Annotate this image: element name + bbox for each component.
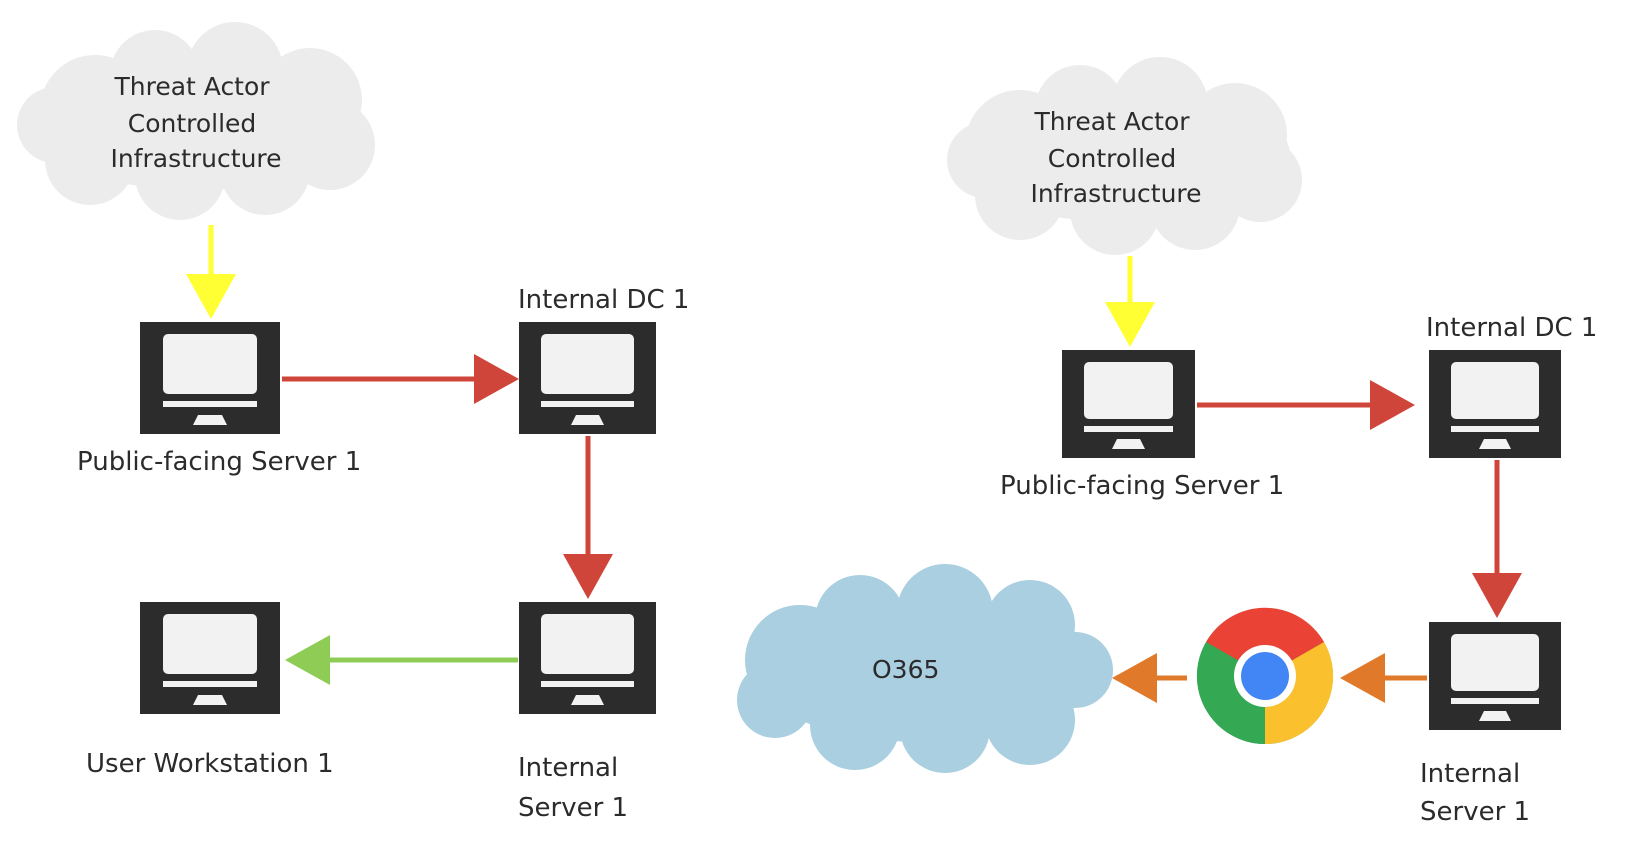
label-line: Public-facing Server 1 — [77, 447, 361, 477]
right-threat-actor-cloud: Threat Actor Controlled Infrastructure — [947, 57, 1302, 255]
right-internal-dc-label: Internal DC 1 — [1426, 313, 1597, 343]
cloud-label-line: Infrastructure — [1030, 179, 1201, 208]
left-public-server-label: Public-facing Server 1 — [77, 447, 361, 477]
cloud-label-line: Infrastructure — [110, 144, 281, 173]
label-line: Internal DC 1 — [1426, 313, 1597, 343]
right-public-server-label: Public-facing Server 1 — [1000, 471, 1284, 501]
right-public-server-computer-icon — [1062, 350, 1195, 458]
chrome-browser-icon — [1196, 607, 1334, 745]
label-line: O365 — [872, 655, 939, 684]
cloud-label-line: Controlled — [1048, 144, 1177, 173]
left-workstation-computer-icon — [140, 602, 280, 714]
label-line: Server 1 — [518, 793, 628, 823]
label-line: Public-facing Server 1 — [1000, 471, 1284, 501]
label-line: Server 1 — [1420, 797, 1530, 827]
cloud-label-line: Controlled — [128, 109, 257, 138]
right-cloud-label: Threat Actor Controlled Infrastructure — [1030, 107, 1201, 208]
left-internal-server-computer-icon — [519, 602, 656, 714]
label-line: User Workstation 1 — [86, 749, 334, 779]
label-line: Internal — [1420, 759, 1520, 789]
cloud-label-line: Threat Actor — [113, 72, 270, 101]
left-internal-dc-label: Internal DC 1 — [518, 285, 689, 315]
o365-label: O365 — [872, 655, 939, 684]
label-line: Internal DC 1 — [518, 285, 689, 315]
left-internal-server-label: Internal Server 1 — [518, 753, 628, 823]
right-internal-server-label: Internal Server 1 — [1420, 759, 1530, 827]
cloud-label-line: Threat Actor — [1033, 107, 1190, 136]
right-diagram: Threat Actor Controlled Infrastructure P… — [737, 57, 1597, 827]
left-threat-actor-cloud: Threat Actor Controlled Infrastructure — [17, 22, 375, 220]
label-line: Internal — [518, 753, 618, 783]
left-public-server-computer-icon — [140, 322, 280, 434]
right-internal-dc-computer-icon — [1429, 350, 1561, 458]
left-workstation-label: User Workstation 1 — [86, 749, 334, 779]
o365-cloud: O365 — [737, 564, 1113, 773]
right-internal-server-computer-icon — [1429, 622, 1561, 730]
left-internal-dc-computer-icon — [519, 322, 656, 434]
left-cloud-label: Threat Actor Controlled Infrastructure — [110, 72, 281, 173]
left-diagram: Threat Actor Controlled Infrastructure P… — [17, 22, 689, 823]
